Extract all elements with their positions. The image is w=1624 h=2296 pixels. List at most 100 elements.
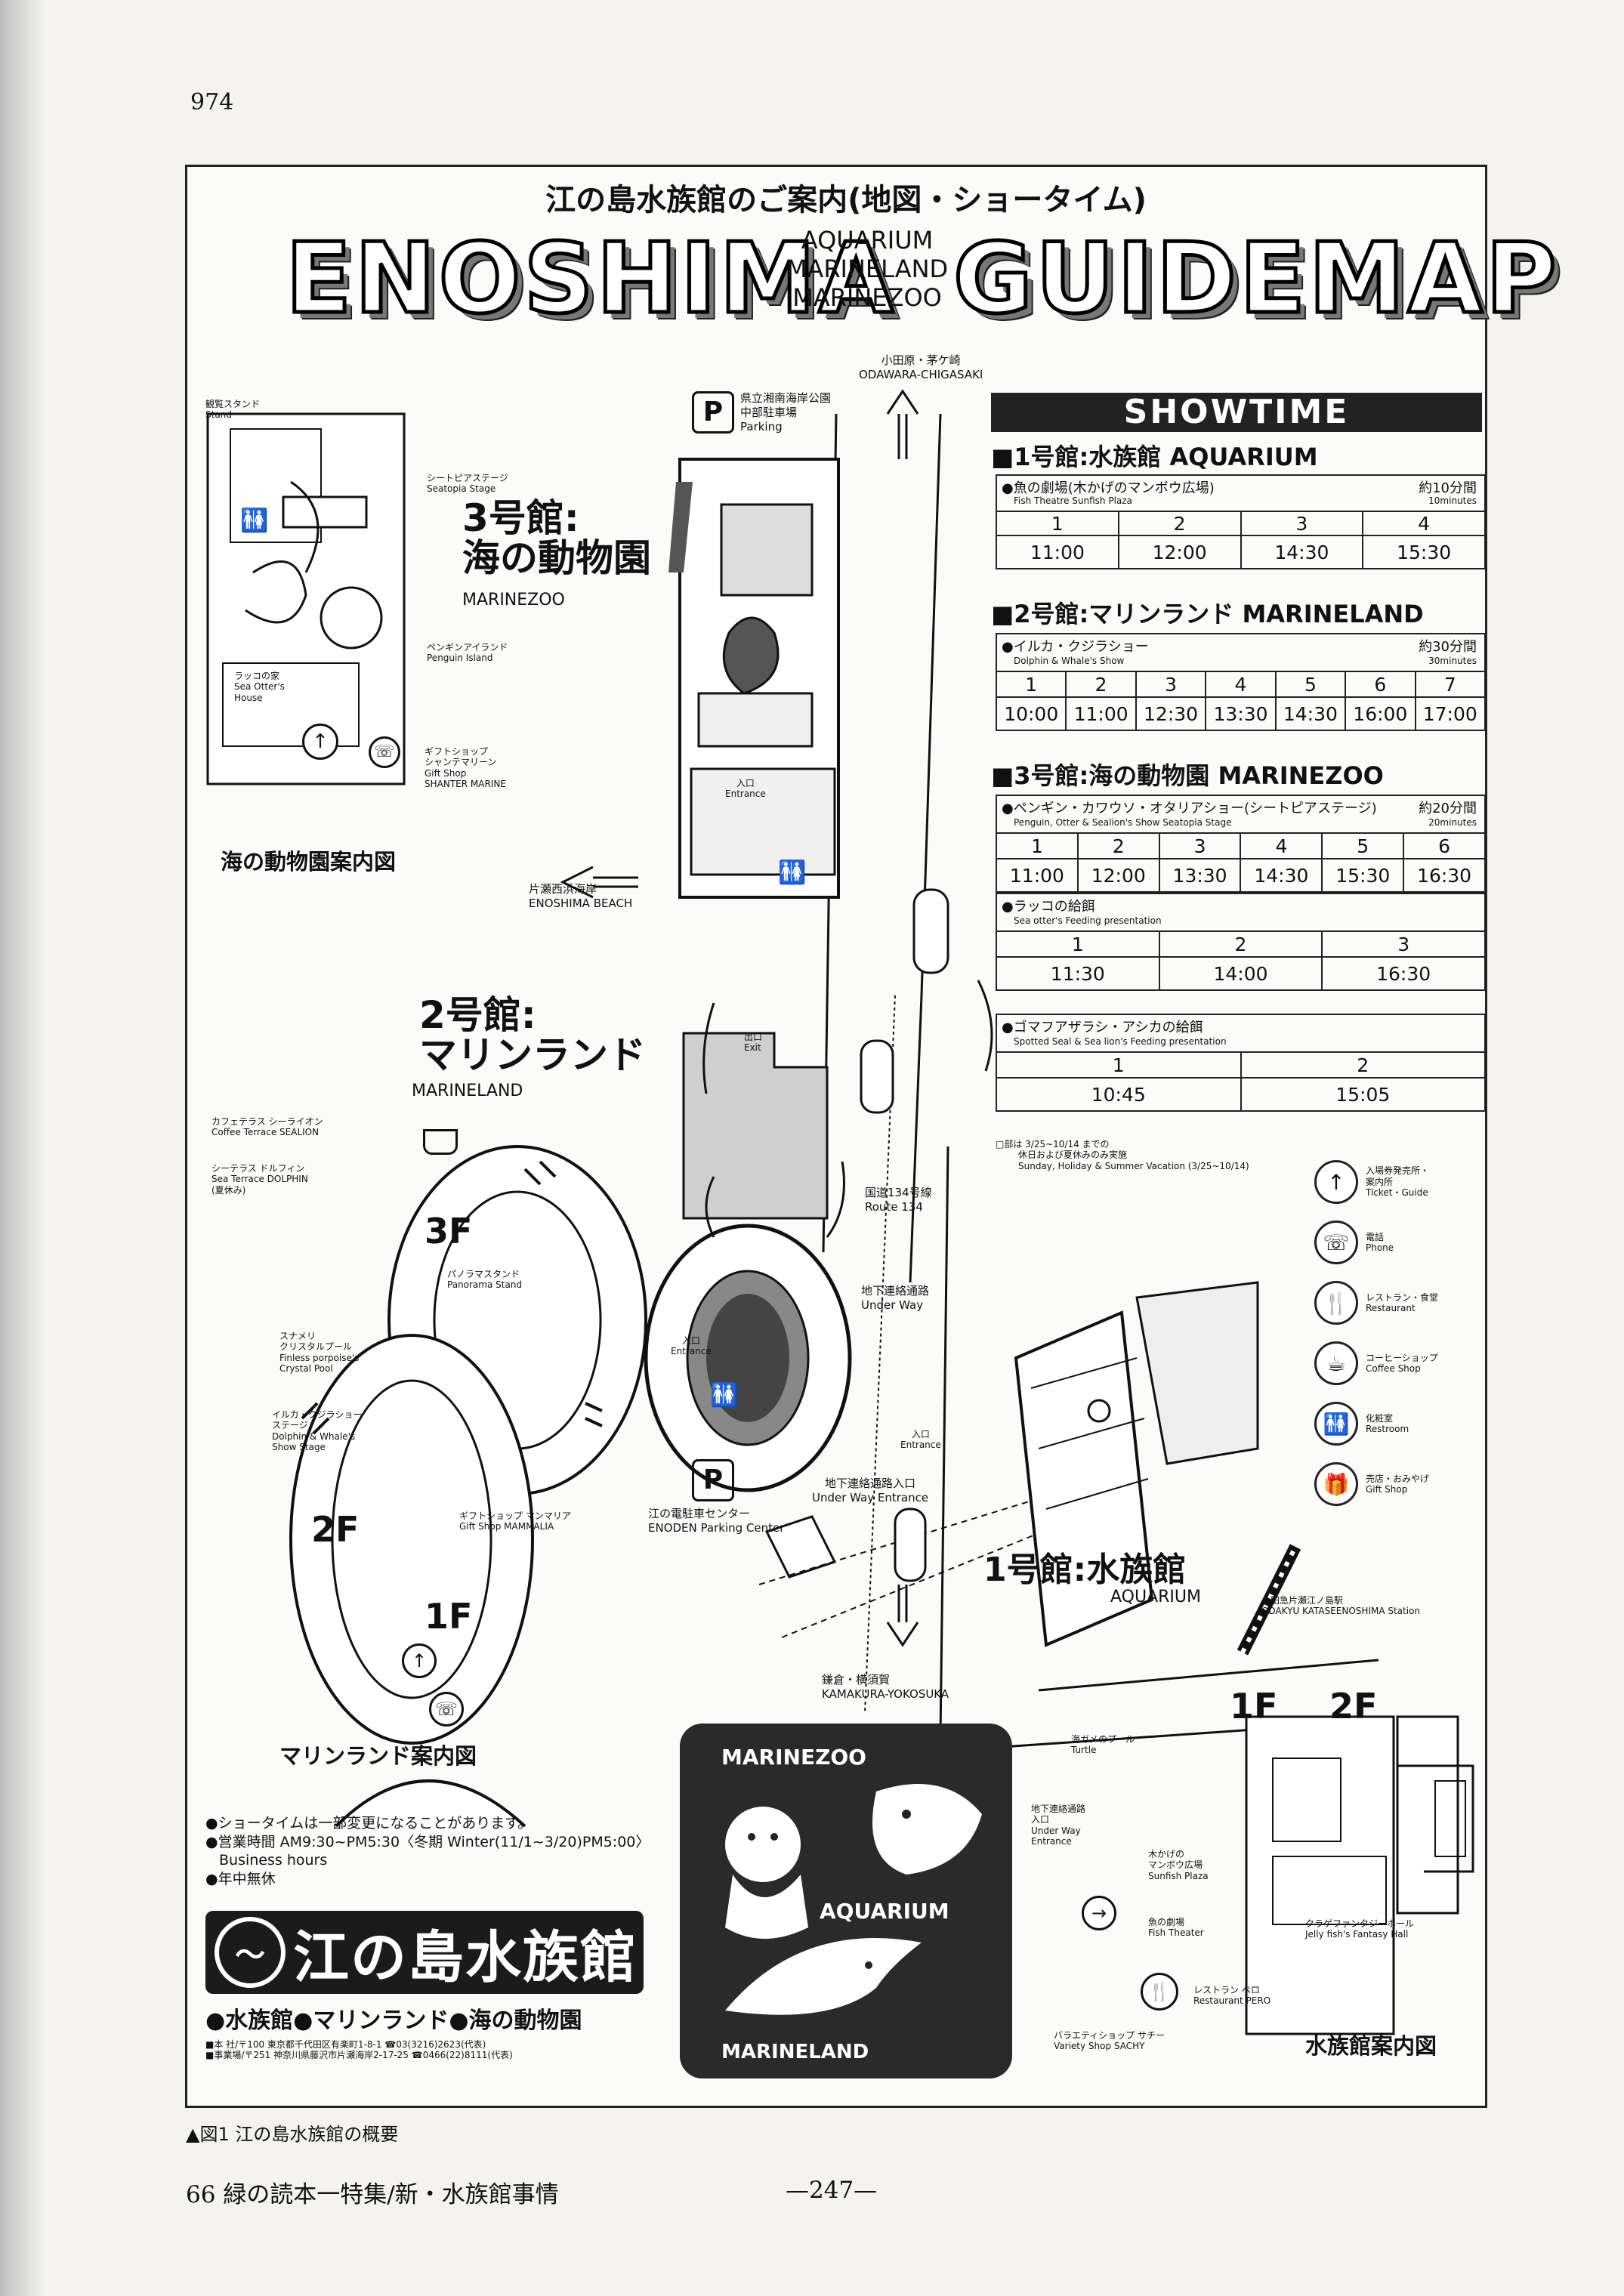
show1-time: 12:00 — [1117, 535, 1242, 569]
ml-dolphin-note: (夏休み) — [211, 1184, 246, 1196]
zoo-shop-jp2: シャンテマリーン — [425, 757, 497, 768]
logo-text: 江の島水族館 — [293, 1924, 638, 1990]
show1-name-en: Fish Theatre Sunfish Plaza — [1014, 495, 1132, 506]
ml-shop-jp: ギフトショップ マンマリア — [459, 1511, 571, 1521]
show1-duration-en: 10minutes — [1428, 495, 1477, 506]
legend-coffee-en: Coffee Shop — [1366, 1363, 1421, 1374]
footer-page-number: —247— — [786, 2177, 878, 2204]
legend-restroom-en: Restroom — [1366, 1424, 1409, 1434]
show2-time: 16:00 — [1345, 696, 1416, 731]
show-section2-head: ●イルカ・クジラショー Dolphin & Whale's Show 約30分間… — [996, 633, 1486, 672]
show2-time: 17:00 — [1414, 696, 1487, 731]
ml-panorama-jp: パノラマスタンド — [447, 1269, 520, 1279]
showtime-note: □部は 3/25~10/14 までの 休日および夏休みのみ実施 Sunday, … — [996, 1139, 1249, 1171]
show3-time: 11:00 — [996, 858, 1079, 893]
parking-top-jp2: 中部駐車場 — [740, 405, 798, 419]
ml-show-jp2: ステージ — [272, 1420, 308, 1431]
ml-floor1: 1F — [425, 1596, 473, 1637]
show3-num: 5 — [1321, 832, 1405, 859]
show2-time: 14:30 — [1274, 696, 1347, 731]
aq-theater-jp: 魚の劇場 — [1148, 1917, 1185, 1927]
zoo-phone-icon: ☏ — [369, 736, 400, 768]
show-otter-head: ●ラッコの給餌 Sea otter's Feeding presentation — [996, 893, 1486, 932]
show2-time: 12:30 — [1135, 696, 1207, 731]
aq-restaurant-icon: 🍴 — [1141, 1973, 1178, 2011]
show1-time: 11:00 — [996, 535, 1119, 569]
show2-duration-jp: 約30分間 — [1419, 639, 1477, 655]
entrance-top-jp: 入口 — [736, 778, 755, 788]
entrance-mid-jp: 入口 — [681, 1335, 700, 1346]
aq-rest-en: Restaurant PERO — [1193, 1995, 1271, 2007]
parking-top-label: 県立湘南海岸公園 中部駐車場 Parking — [740, 391, 831, 434]
poster-marineland: MARINELAND — [721, 2041, 869, 2063]
zoo-otter-jp: ラッコの家 — [234, 671, 280, 681]
ml-pool-en2: Crystal Pool — [279, 1363, 333, 1375]
show2-time: 11:00 — [1065, 696, 1137, 731]
underway-en: Under Way — [861, 1298, 924, 1312]
ml-dolphin-en: Sea Terrace DOLPHIN — [211, 1174, 308, 1185]
parking-top-en: Parking — [740, 419, 783, 434]
zoo-title: 3号館: 海の動物園 — [462, 498, 651, 578]
map-drawing — [206, 389, 1474, 2035]
zoo-stage-en: Seatopia Stage — [427, 483, 496, 495]
zoo-name-jp: 海の動物園 — [462, 535, 651, 580]
map-restroom-icon: 🚻 — [778, 859, 807, 886]
legend-phone-en: Phone — [1366, 1242, 1394, 1253]
zoo-number: 3号館: — [462, 496, 579, 540]
aq-rest-jp: レストラン ペロ — [1193, 1985, 1260, 1995]
zoo-penguin-jp: ペンギンアイランド — [427, 642, 508, 653]
show3-time: 14:30 — [1240, 858, 1323, 893]
mid-restroom-icon: 🚻 — [710, 1382, 739, 1409]
logo-sub: ●水族館●マリンランド●海の動物園 — [205, 2007, 582, 2034]
ml-pool-en1: Finless porpoise's — [279, 1352, 360, 1363]
legend-phone-jp: 電話 — [1366, 1231, 1385, 1242]
parking-bottom-icon: P — [692, 1459, 734, 1501]
marineland-name-en: MARINELAND — [412, 1082, 523, 1100]
ml-cafe-en: Coffee Terrace SEALION — [211, 1127, 320, 1138]
aq-turtle-jp: 海ガメのプール — [1071, 1734, 1135, 1745]
road-north-jp: 小田原・茅ケ崎 — [881, 353, 961, 367]
aq-underway-jp1: 地下連絡通路 — [1031, 1804, 1086, 1814]
show1-time: 15:30 — [1362, 535, 1486, 569]
zoo-stand-en: Stand — [205, 409, 232, 421]
info-block: ●ショータイムは一部変更になることがあります。 ●営業時間 AM9:30~PM5… — [205, 1814, 650, 1889]
road-north-label: 小田原・茅ケ崎 ODAWARA-CHIGASAKI — [859, 353, 983, 382]
seal-time: 10:45 — [996, 1077, 1242, 1112]
ml-panorama-en: Panorama Stand — [447, 1279, 523, 1291]
restaurant-icon: 🍴 — [1314, 1281, 1358, 1325]
show1-num: 1 — [996, 511, 1119, 536]
aquarium-title: 1号館:水族館 — [983, 1551, 1187, 1589]
legend-ticket-jp2: 案内所 — [1366, 1176, 1394, 1187]
show3-num: 6 — [1403, 832, 1486, 859]
aq-jelly-en: Jelly fish's Fantasy Hall — [1305, 1929, 1409, 1940]
show2-num: 4 — [1205, 671, 1277, 698]
show3-num: 3 — [1158, 832, 1242, 859]
zoo-shop-en2: SHANTER MARINE — [425, 779, 506, 790]
entrance-aq-en: Entrance — [900, 1440, 941, 1451]
road-south-jp: 鎌倉・横須賀 — [822, 1673, 891, 1687]
title-marineland: MARINELAND — [786, 254, 949, 283]
footer-left: 66 緑の読本一特集/新・水族館事情 — [186, 2181, 559, 2208]
show3-name-en: Penguin, Otter & Sealion's Show Seatopia… — [1014, 817, 1232, 828]
aq-sunfish-en: Sunfish Plaza — [1148, 1870, 1209, 1881]
seal-feeding-en: Spotted Seal & Sea lion's Feeding presen… — [1014, 1036, 1227, 1047]
showtime-header: SHOWTIME — [991, 393, 1482, 432]
show2-num: 5 — [1274, 671, 1347, 698]
zoo-penguin-en: Penguin Island — [427, 653, 493, 664]
otter-num: 3 — [1321, 930, 1486, 958]
show3-time: 12:00 — [1076, 858, 1160, 893]
seal-feeding-jp: ●ゴマフアザラシ・アシカの給餌 — [1002, 1020, 1203, 1035]
